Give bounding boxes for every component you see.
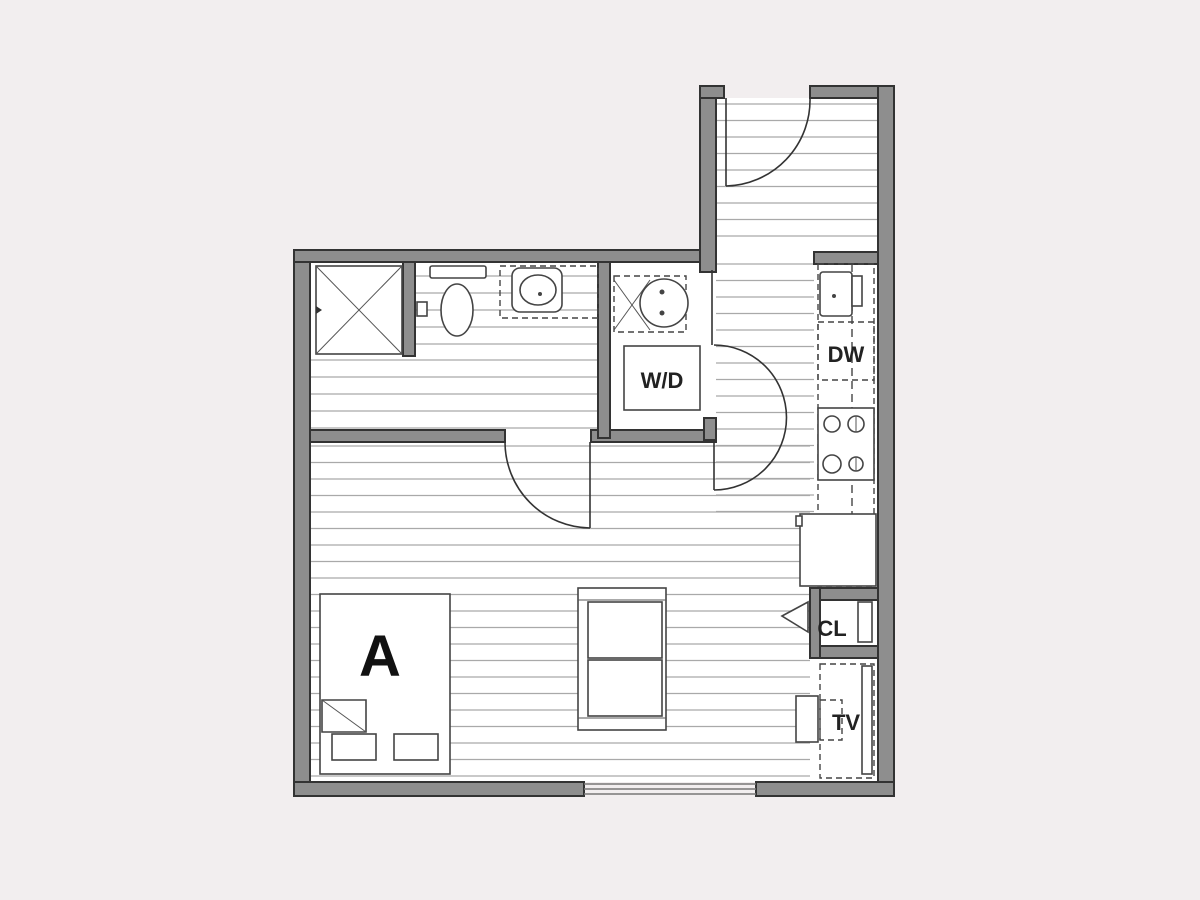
water-heater-icon (613, 275, 689, 333)
tv-unit: TV (795, 663, 875, 779)
refrigerator (795, 513, 877, 587)
unit-label: A (359, 624, 401, 689)
kitchen-sink-icon (819, 271, 863, 317)
dishwasher-label: DW (828, 342, 865, 367)
entry-door-swing-icon (725, 97, 811, 187)
sofa-icon (577, 587, 667, 731)
shower-icon (315, 265, 403, 355)
dishwasher (817, 321, 875, 381)
washer-dryer-label: W/D (641, 368, 684, 393)
bathroom-vanity (499, 265, 599, 319)
bed-icon: A (319, 593, 451, 775)
bathroom (315, 265, 599, 529)
range-icon (817, 407, 875, 481)
toilet-icon (416, 265, 487, 337)
window (584, 783, 756, 795)
closet: CL (780, 600, 873, 643)
walls (293, 85, 895, 797)
kitchen: DW (795, 263, 877, 587)
laundry-door-swing-icon (711, 270, 788, 491)
tv-label: TV (832, 710, 860, 735)
closet-label: CL (817, 616, 846, 641)
laundry-closet: W/D (613, 270, 788, 491)
bathroom-door-swing-icon (504, 441, 591, 529)
sink-icon (511, 267, 563, 313)
washer-dryer (623, 345, 701, 411)
